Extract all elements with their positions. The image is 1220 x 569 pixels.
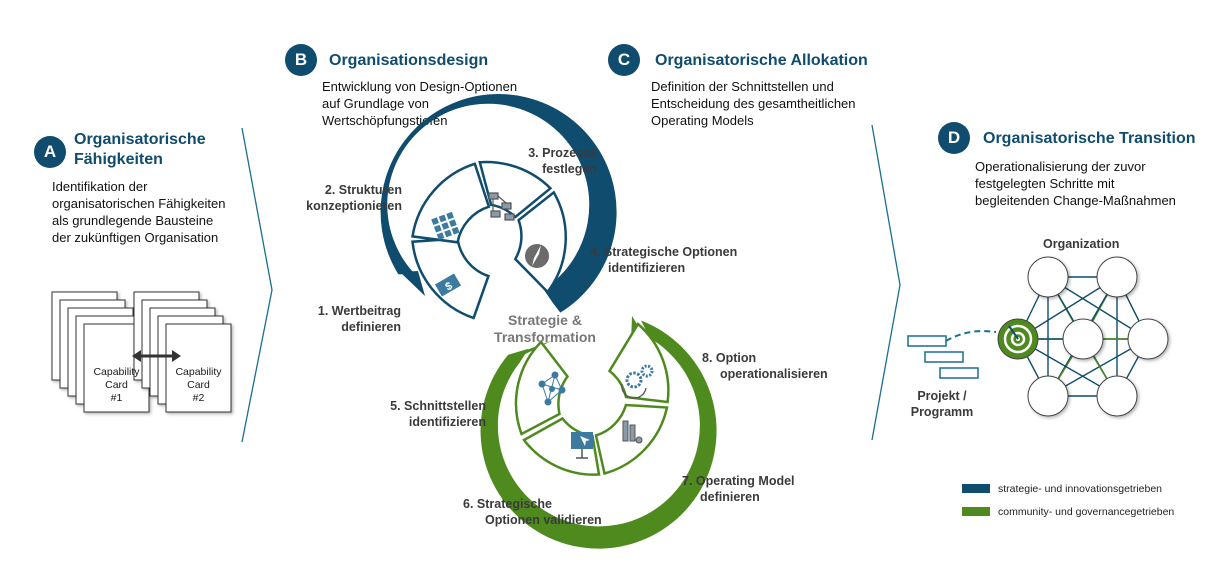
organization-title: Organization: [1043, 237, 1120, 251]
divider-chevron-1: [241, 127, 273, 443]
section-c-title: Organisatorische Allokation: [655, 52, 868, 69]
section-b-description: Entwicklung von Design-Optionen auf Grun…: [322, 78, 517, 129]
target-icon: [997, 318, 1039, 360]
org-node: [1027, 256, 1069, 298]
desc-line: als grundlegende Bausteine: [52, 213, 214, 228]
desc-line: organisatorischen Fähigkeiten: [52, 196, 226, 211]
card-line: #1: [110, 392, 123, 404]
org-node: [1062, 318, 1104, 360]
divider-chevron-2: [871, 124, 901, 441]
project-label-line1: Projekt /: [917, 389, 967, 403]
step-8-label: 8. Option operationalisieren: [702, 350, 828, 382]
section-a-description: Identifikation der organisatorischen Fäh…: [52, 178, 225, 246]
desc-line: Operationalisierung der zuvor: [975, 159, 1146, 174]
step-line: 6. Strategische: [463, 497, 552, 511]
organization-nodes: [1027, 256, 1169, 417]
card-line: Card: [105, 379, 128, 391]
section-b-title: Organisationsdesign: [329, 52, 489, 69]
legend-swatch-blue: [962, 484, 990, 493]
step-line: 8. Option: [702, 351, 757, 365]
section-a-title: Organisatorische Fähigkeiten: [74, 130, 206, 170]
blue-cycle: [380, 94, 617, 320]
step-line: Optionen validieren: [485, 513, 602, 527]
double-arrow-icon: [132, 350, 181, 362]
money-icon: $: [434, 273, 462, 297]
desc-line: Entwicklung von Design-Optionen: [322, 79, 518, 94]
step-line: 4. Strategische Optionen: [590, 245, 738, 259]
desc-line: der zukünftigen Organisation: [52, 230, 219, 245]
card-line: Capability: [93, 366, 140, 378]
step-6-label: 6. Strategische Optionen validieren: [463, 496, 602, 528]
desc-line: Operating Models: [651, 113, 754, 128]
legend-swatch-green: [962, 507, 990, 516]
tools-icon: [622, 420, 643, 444]
svg-text:$: $: [443, 280, 454, 293]
project-bars: [907, 335, 979, 379]
desc-line: auf Grundlage von: [322, 96, 429, 111]
section-c-description: Definition der Schnittstellen und Entsch…: [651, 78, 856, 129]
step-2-label: 2. Strukturen konzeptionieren: [270, 182, 402, 214]
step-line: festlegen: [542, 162, 597, 176]
project-label-line2: Programm: [910, 405, 974, 419]
capability-card-2-label: Capability Card #2: [166, 366, 231, 405]
desc-line: Identifikation der: [52, 179, 148, 194]
project-dashed-connector: [945, 330, 997, 342]
step-line: definieren: [700, 490, 760, 504]
people-grid-icon: [431, 211, 460, 241]
legend-label-blue: strategie- und innovationsgetrieben: [998, 483, 1163, 495]
step-line: konzeptionieren: [306, 199, 402, 213]
card-line: #2: [192, 392, 205, 404]
org-chart-icon: [488, 192, 515, 221]
desc-line: festgelegten Schritte mit: [975, 176, 1115, 191]
legend-label-green: community- und governancegetrieben: [998, 506, 1175, 518]
capability-card-1-label: Capability Card #1: [84, 366, 149, 405]
network-icon: [538, 371, 566, 406]
desc-line: Entscheidung des gesamtheitlichen: [651, 96, 856, 111]
card-line: Card: [187, 379, 210, 391]
desc-line: Wertschöpfungstiefen: [322, 113, 448, 128]
step-7-label: 7. Operating Model definieren: [682, 473, 795, 505]
monitor-pointer-icon: [571, 432, 593, 459]
compass-icon: [525, 244, 549, 268]
org-node: [1027, 375, 1069, 417]
project-label: Projekt / Programm: [904, 388, 980, 420]
center-label-line1: Strategie &: [508, 312, 582, 328]
step-line: identifizieren: [608, 261, 686, 275]
step-1-label: 1. Wertbeitrag definieren: [305, 303, 401, 335]
card-line: Capability: [175, 366, 222, 378]
step-4-label: 4. Strategische Optionen identifizieren: [590, 244, 737, 276]
step-line: definieren: [341, 320, 401, 334]
step-line: identifizieren: [408, 415, 486, 429]
section-a-title-line1: Organisatorische: [74, 131, 206, 148]
step-5-label: 5. Schnittstellen identifizieren: [376, 398, 486, 430]
badge-c: C: [608, 44, 640, 76]
gears-icon: [621, 364, 654, 399]
step-line: 2. Strukturen: [324, 183, 402, 197]
badge-d: D: [938, 122, 970, 154]
desc-line: begleitenden Change-Maßnahmen: [975, 193, 1176, 208]
step-line: 1. Wertbeitrag: [317, 304, 401, 318]
step-3-label: 3. Prozesse festlegen: [505, 145, 597, 177]
desc-line: Definition der Schnittstellen und: [651, 79, 834, 94]
step-line: 5. Schnittstellen: [390, 399, 486, 413]
badge-b: B: [285, 44, 317, 76]
center-label-line2: Transformation: [494, 329, 596, 345]
section-d-title: Organisatorische Transition: [983, 130, 1196, 147]
org-node: [1096, 375, 1138, 417]
org-node: [1127, 318, 1169, 360]
org-node: [1096, 256, 1138, 298]
capability-card-stack-2: [133, 291, 232, 413]
section-a-title-line2: Fähigkeiten: [74, 151, 163, 168]
center-label: Strategie & Transformation: [480, 312, 610, 346]
badge-a: A: [34, 136, 66, 168]
section-d-description: Operationalisierung der zuvor festgelegt…: [975, 158, 1176, 209]
step-line: 3. Prozesse: [528, 146, 597, 160]
step-line: 7. Operating Model: [682, 474, 795, 488]
step-line: operationalisieren: [720, 367, 828, 381]
